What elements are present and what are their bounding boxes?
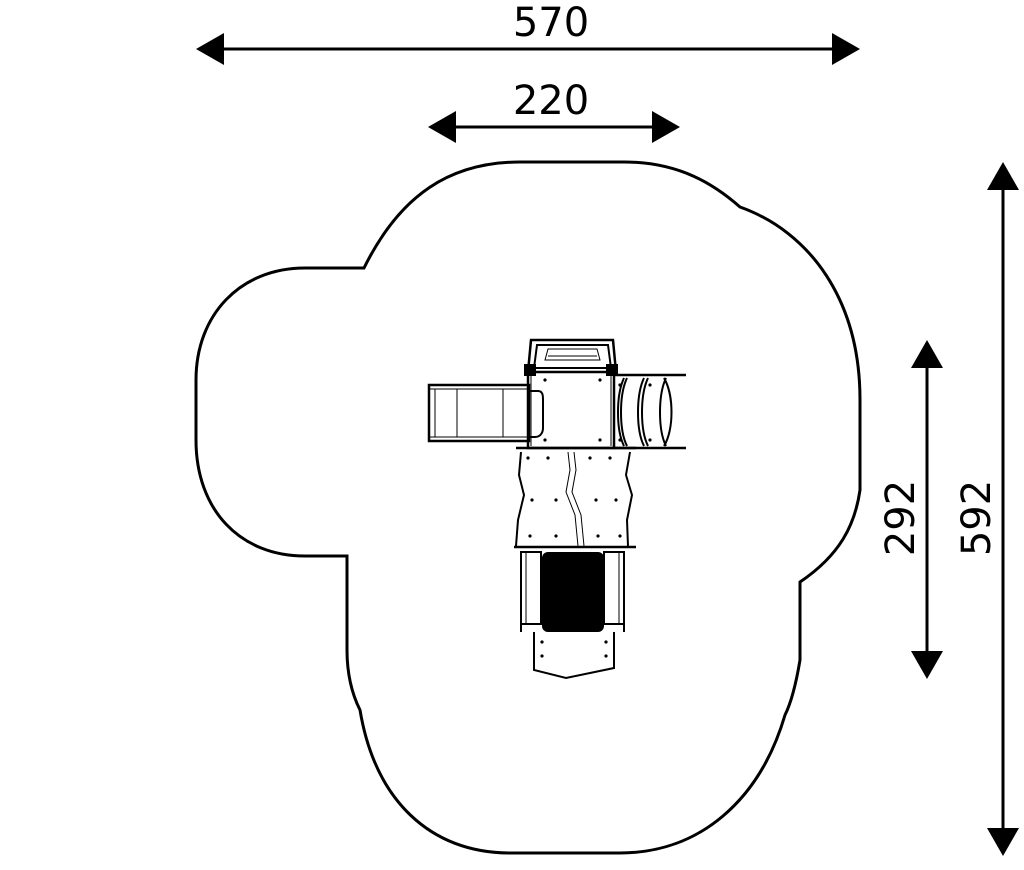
arrow-right-icon	[652, 111, 680, 143]
crawl-tunnel	[520, 551, 625, 632]
safety-zone-outline	[194, 160, 862, 855]
arrow-down-icon	[911, 651, 943, 679]
structure-width-label: 220	[513, 78, 589, 124]
dimension-overall-width: 570	[196, 0, 860, 65]
left-slide	[427, 383, 544, 443]
arrow-down-icon	[987, 828, 1019, 856]
arrow-up-icon	[987, 162, 1019, 190]
arrow-up-icon	[911, 340, 943, 368]
dimension-overall-depth: 592	[954, 162, 1019, 856]
arrow-left-icon	[428, 111, 456, 143]
dimension-structure-depth: 292	[878, 340, 943, 679]
exit-ramp	[533, 632, 615, 680]
play-structure	[427, 338, 686, 680]
right-climber	[614, 373, 686, 450]
structure-depth-label: 292	[878, 480, 924, 556]
arrow-right-icon	[832, 33, 860, 65]
bolt-dots	[526, 378, 652, 658]
middle-panel	[514, 446, 636, 549]
overall-width-label: 570	[513, 0, 589, 46]
dimension-structure-width: 220	[428, 78, 680, 143]
overall-depth-label: 592	[954, 480, 1000, 556]
roof-canopy	[526, 338, 618, 373]
arrow-left-icon	[196, 33, 224, 65]
